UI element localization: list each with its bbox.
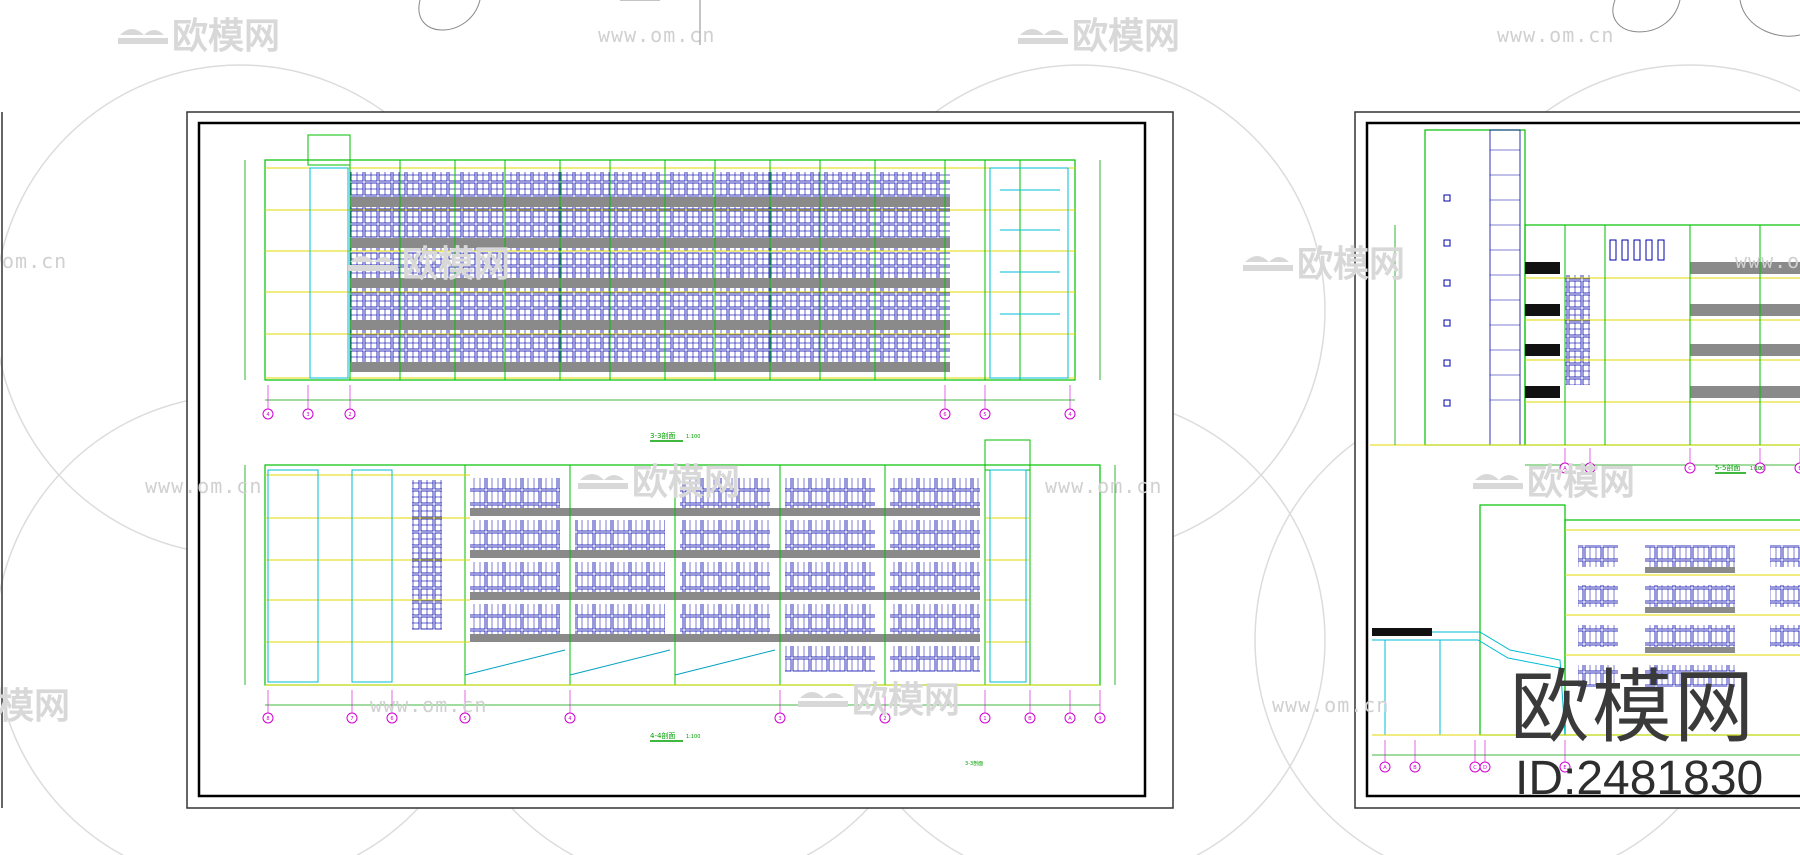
axis-bubble bbox=[262, 712, 274, 724]
axis-bubble bbox=[1409, 761, 1421, 773]
axis-bubble bbox=[262, 408, 274, 420]
watermark-brand-fragment: 模网 bbox=[0, 685, 70, 726]
section-a-title: 3-3剖面 bbox=[650, 431, 675, 440]
axis-label: 5 bbox=[463, 716, 466, 722]
axis-bubble bbox=[344, 408, 356, 420]
axis-bubble bbox=[979, 408, 991, 420]
watermark-url-4: www.om.cn bbox=[145, 474, 262, 498]
axis-bubble bbox=[1379, 761, 1391, 773]
axis-label: 2 bbox=[883, 716, 886, 722]
axis-label: 3 bbox=[306, 412, 309, 418]
watermark-url-2: www.om.cn bbox=[1497, 23, 1614, 47]
axis-label: B bbox=[1028, 716, 1032, 722]
watermark-brand-2: 欧模网 bbox=[1072, 15, 1180, 56]
axis-bubble bbox=[1754, 462, 1766, 474]
axis-bubble bbox=[879, 712, 891, 724]
axis-label: 6 bbox=[943, 412, 946, 418]
axis-label: 4 bbox=[568, 716, 571, 722]
axis-label: E bbox=[1798, 466, 1800, 472]
watermark-brand-6: 欧模网 bbox=[1527, 461, 1635, 502]
axis-label: 4 bbox=[266, 412, 269, 418]
axis-bubble bbox=[346, 712, 358, 724]
section-a-scale: 1:100 bbox=[686, 434, 700, 440]
watermark-url-5: www.om.cn bbox=[1045, 474, 1162, 498]
section-b-drawing: 8 7 6 5 4 3 2 1 B A 9 4-4剖面 1:100 3-3剖面 bbox=[244, 439, 1116, 767]
axis-bubble bbox=[1064, 408, 1076, 420]
watermark-url-6: www.om.cn bbox=[370, 693, 487, 717]
watermark-url-3: www.om.cn bbox=[1735, 249, 1800, 273]
axis-bubble bbox=[1584, 462, 1596, 474]
axis-label: A bbox=[1563, 466, 1567, 472]
axis-bubble bbox=[1094, 712, 1106, 724]
axis-bubble bbox=[564, 712, 576, 724]
watermark-logo bbox=[118, 29, 168, 44]
axis-label: B bbox=[1413, 765, 1417, 771]
axis-label: B bbox=[1588, 466, 1592, 472]
axis-label: E bbox=[1563, 765, 1566, 771]
axis-label: D bbox=[1483, 765, 1487, 771]
axis-bubble bbox=[1479, 761, 1491, 773]
section-b-scale: 1:100 bbox=[686, 734, 700, 740]
watermark-logo bbox=[1243, 256, 1293, 271]
sheet-footnote: 3-3剖面 bbox=[965, 760, 983, 767]
axis-label: 8 bbox=[266, 716, 269, 722]
section-a-axes: 4 3 2 6 5 4 bbox=[262, 385, 1076, 420]
brand-overlay-name: 欧模网 bbox=[1510, 661, 1756, 754]
axis-bubble bbox=[1024, 712, 1036, 724]
section-c-axes: A B C D E bbox=[1559, 448, 1800, 474]
watermark-logo bbox=[798, 692, 848, 707]
axis-label: C bbox=[1473, 765, 1477, 771]
watermark-url-fragment-1: om.cn bbox=[2, 249, 67, 273]
axis-label: A bbox=[1383, 765, 1387, 771]
watermark-logo bbox=[578, 474, 628, 489]
axis-label: D bbox=[1758, 466, 1762, 472]
section-a-drawing: 4 3 2 6 5 4 3-3剖面 1:100 bbox=[244, 134, 1101, 442]
brand-overlay-id: ID:2481830 bbox=[1515, 752, 1764, 805]
axis-bubble bbox=[459, 712, 471, 724]
axis-bubble bbox=[386, 712, 398, 724]
section-c-drawing: A B C D E 5-5剖面 1:100 bbox=[1370, 129, 1800, 474]
section-b-title: 4-4剖面 bbox=[650, 731, 675, 740]
axis-label: 5 bbox=[983, 412, 986, 418]
section-c-scale: 1:100 bbox=[1750, 466, 1764, 472]
watermark-brand-5: 欧模网 bbox=[632, 461, 740, 502]
axis-bubble bbox=[1794, 462, 1800, 474]
axis-label: 1 bbox=[983, 716, 986, 722]
axis-label: 2 bbox=[348, 412, 351, 418]
axis-bubble bbox=[302, 408, 314, 420]
watermark-brand-3: 欧模网 bbox=[402, 243, 510, 284]
axis-bubble bbox=[1559, 761, 1571, 773]
axis-label: 7 bbox=[350, 716, 353, 722]
axis-bubble bbox=[1684, 462, 1696, 474]
axis-label: 9 bbox=[1098, 716, 1101, 722]
axis-label: A bbox=[1068, 716, 1072, 722]
watermarks: 欧模网 www.om.cn 欧模网 www.om.cn om.cn 欧模网 欧模… bbox=[0, 15, 1800, 726]
section-c-title: 5-5剖面 bbox=[1715, 463, 1740, 472]
watermark-url-7: www.om.cn bbox=[1272, 693, 1389, 717]
axis-bubble bbox=[1064, 712, 1076, 724]
watermark-url-1: www.om.cn bbox=[598, 23, 715, 47]
watermark-brand-1: 欧模网 bbox=[172, 15, 280, 56]
watermark-brand-7: 欧模网 bbox=[852, 679, 960, 720]
axis-label: 3 bbox=[778, 716, 781, 722]
axis-label: 4 bbox=[1068, 412, 1071, 418]
axis-label: C bbox=[1688, 466, 1692, 472]
axis-bubble bbox=[774, 712, 786, 724]
axis-label: 6 bbox=[390, 716, 393, 722]
sheet-left: 4 3 2 6 5 4 3-3剖面 1:100 bbox=[186, 111, 1174, 809]
watermark-logo bbox=[1018, 29, 1068, 44]
axis-bubble bbox=[1559, 462, 1571, 474]
axis-bubble bbox=[939, 408, 951, 420]
axis-bubble bbox=[979, 712, 991, 724]
watermark-logo bbox=[348, 256, 398, 271]
watermark-brand-4: 欧模网 bbox=[1297, 243, 1405, 284]
section-b-axes: 8 7 6 5 4 3 2 1 B A 9 bbox=[262, 690, 1106, 724]
watermark-logo bbox=[1473, 474, 1523, 489]
